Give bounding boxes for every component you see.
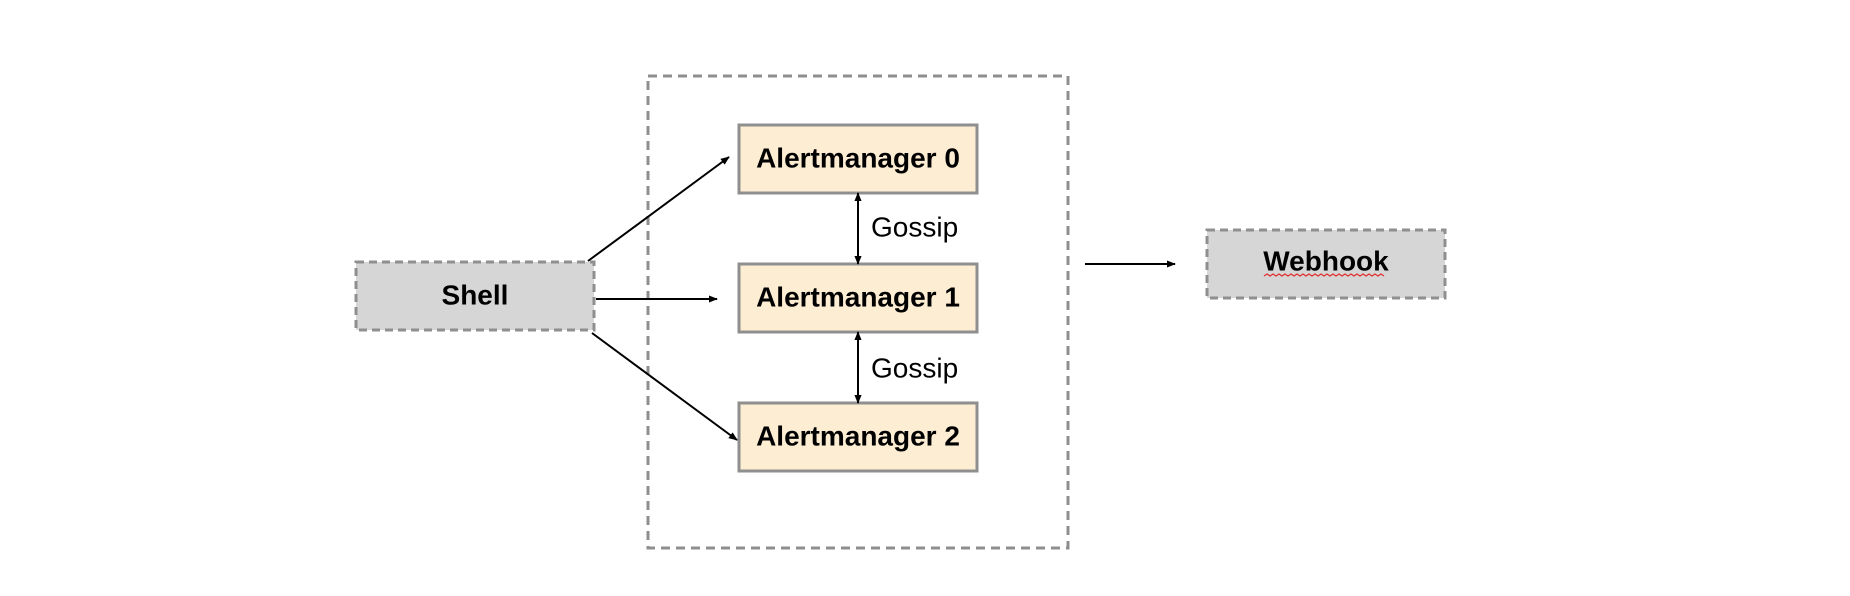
gossip-1-2-label: Gossip xyxy=(871,352,958,383)
edge-shell-to-alertmanager-2 xyxy=(591,332,738,441)
edge-shell-to-alertmanager-0 xyxy=(587,156,730,262)
alertmanager-0-label: Alertmanager 0 xyxy=(756,142,960,173)
alertmanager-1-label: Alertmanager 1 xyxy=(756,281,960,312)
alertmanager-2-label: Alertmanager 2 xyxy=(756,420,960,451)
shell-label: Shell xyxy=(442,279,509,310)
alertmanager-cluster-boundary xyxy=(646,74,1070,550)
gossip-0-1-label: Gossip xyxy=(871,211,958,242)
shell-node[interactable]: Shell xyxy=(354,260,596,332)
webhook-label: Webhook xyxy=(1263,245,1389,276)
spellcheck-underline xyxy=(1263,273,1385,277)
alertmanager-2-node[interactable]: Alertmanager 2 xyxy=(737,401,979,473)
alertmanager-0-node[interactable]: Alertmanager 0 xyxy=(737,123,979,195)
alertmanager-1-node[interactable]: Alertmanager 1 xyxy=(737,262,979,334)
webhook-node[interactable]: Webhook xyxy=(1205,228,1447,300)
